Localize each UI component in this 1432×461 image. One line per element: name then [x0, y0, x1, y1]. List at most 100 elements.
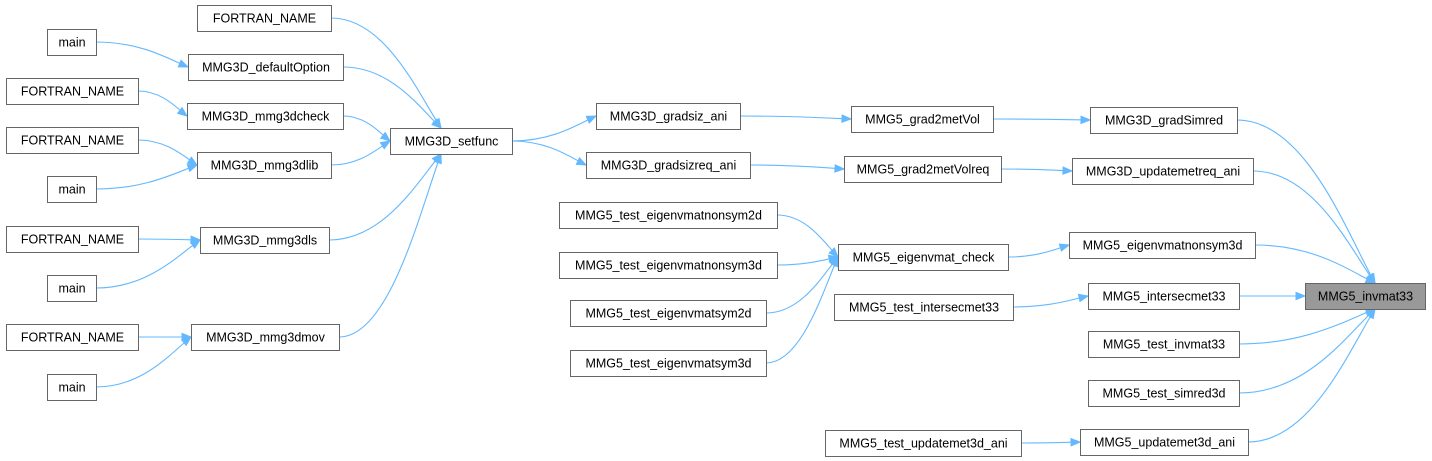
node-label: MMG3D_mmg3dmov — [206, 331, 326, 345]
node-box — [188, 54, 344, 81]
edge-n0-n14 — [330, 17, 442, 129]
node-mmg3d-mmg3dls[interactable]: MMG3D_mmg3dls — [200, 227, 330, 254]
node-mmg5-test-eigenvmatnonsym3d[interactable]: MMG5_test_eigenvmatnonsym3d — [559, 252, 778, 279]
node-box — [47, 29, 97, 56]
node-mmg5-updatemet3d-ani[interactable]: MMG5_updatemet3d_ani — [1080, 429, 1249, 456]
edge-n1-n2 — [95, 41, 189, 68]
edge-arrowhead — [1077, 293, 1090, 303]
edge-arrowhead — [1058, 243, 1071, 252]
node-fortran-name[interactable]: FORTRAN_NAME — [6, 324, 139, 351]
node-box — [1088, 283, 1240, 310]
node-mmg5-invmat33[interactable]: MMG5_invmat33 — [1305, 283, 1426, 310]
node-label: MMG5_eigenvmatnonsym3d — [1083, 239, 1243, 253]
node-box — [838, 244, 1009, 271]
node-main[interactable]: main — [47, 374, 97, 401]
edge-arrowhead — [1070, 437, 1082, 447]
node-box — [586, 152, 751, 179]
node-label: MMG5_updatemet3d_ani — [1094, 436, 1235, 450]
node-label: MMG5_test_eigenvmatsym3d — [585, 357, 751, 371]
node-mmg5-eigenvmatnonsym3d[interactable]: MMG5_eigenvmatnonsym3d — [1069, 232, 1256, 259]
edge-n30-n33 — [1238, 308, 1376, 345]
node-box — [1088, 331, 1240, 358]
node-box — [559, 202, 778, 229]
node-mmg5-test-updatemet3d-ani[interactable]: MMG5_test_updatemet3d_ani — [825, 430, 1022, 457]
node-label: MMG5_test_intersecmet33 — [849, 301, 999, 315]
node-box — [1072, 158, 1254, 185]
node-mmg3d-updatemetreq-ani[interactable]: MMG3D_updatemetreq_ani — [1072, 158, 1254, 185]
node-box — [6, 324, 139, 351]
node-fortran-name[interactable]: FORTRAN_NAME — [6, 78, 139, 105]
edge-n24-n29 — [1012, 295, 1089, 308]
edge-arrowhead — [1295, 291, 1307, 301]
node-mmg3d-mmg3dmov[interactable]: MMG3D_mmg3dmov — [191, 324, 340, 351]
node-mmg5-test-eigenvmatsym3d[interactable]: MMG5_test_eigenvmatsym3d — [570, 350, 767, 377]
edge-n26-n33 — [1236, 119, 1376, 284]
node-mmg5-eigenvmat-check[interactable]: MMG5_eigenvmat_check — [838, 244, 1009, 271]
edge-n21-n26 — [992, 118, 1091, 121]
edge-n16-n22 — [749, 164, 845, 170]
node-box — [559, 252, 778, 279]
node-label: FORTRAN_NAME — [21, 331, 124, 345]
node-mmg5-intersecmet33[interactable]: MMG5_intersecmet33 — [1088, 283, 1240, 310]
node-label: MMG5_test_invmat33 — [1103, 338, 1225, 352]
node-mmg5-test-intersecmet33[interactable]: MMG5_test_intersecmet33 — [834, 294, 1014, 321]
edge-n2-n14 — [342, 66, 442, 129]
node-box — [1090, 107, 1238, 134]
node-fortran-name[interactable]: FORTRAN_NAME — [6, 226, 139, 253]
edge-n12-n14 — [338, 153, 442, 338]
node-fortran-name[interactable]: FORTRAN_NAME — [197, 5, 332, 32]
node-mmg3d-gradsizreq-ani[interactable]: MMG3D_gradsizreq_ani — [586, 152, 751, 179]
node-mmg5-grad2metvol[interactable]: MMG5_grad2metVol — [851, 106, 994, 133]
node-label: MMG5_test_eigenvmatnonsym2d — [575, 209, 762, 223]
node-mmg3d-gradsiz-ani[interactable]: MMG3D_gradsiz_ani — [596, 103, 741, 130]
node-mmg3d-mmg3dlib[interactable]: MMG3D_mmg3dlib — [197, 152, 332, 179]
edge-n20-n23 — [765, 256, 839, 364]
edge-arrowhead — [186, 156, 199, 166]
node-label: main — [58, 36, 85, 50]
node-label: MMG5_test_updatemet3d_ani — [839, 437, 1007, 451]
edge-n28-n33 — [1254, 244, 1376, 284]
edge-n27-n33 — [1252, 170, 1376, 284]
edge-arrowhead — [379, 140, 392, 150]
node-mmg5-test-eigenvmatnonsym2d[interactable]: MMG5_test_eigenvmatnonsym2d — [559, 202, 778, 229]
node-mmg5-test-invmat33[interactable]: MMG5_test_invmat33 — [1088, 331, 1240, 358]
node-box — [47, 374, 97, 401]
node-mmg3d-gradsimred[interactable]: MMG3D_gradSimred — [1090, 107, 1238, 134]
node-label: FORTRAN_NAME — [21, 233, 124, 247]
node-main[interactable]: main — [47, 29, 97, 56]
node-box — [844, 156, 1002, 183]
node-box — [6, 78, 139, 105]
node-box — [596, 103, 741, 130]
node-fortran-name[interactable]: FORTRAN_NAME — [6, 127, 139, 154]
node-box — [1069, 232, 1256, 259]
node-box — [6, 226, 139, 253]
node-label: MMG5_grad2metVol — [865, 113, 980, 127]
node-mmg5-test-eigenvmatsym2d[interactable]: MMG5_test_eigenvmatsym2d — [570, 300, 767, 327]
node-label: MMG3D_mmg3dls — [213, 234, 317, 248]
node-main[interactable]: main — [47, 176, 97, 203]
node-mmg5-grad2metvolreq[interactable]: MMG5_grad2metVolreq — [844, 156, 1002, 183]
node-label: MMG5_eigenvmat_check — [853, 251, 995, 265]
node-box — [191, 324, 340, 351]
node-box — [200, 227, 330, 254]
node-main[interactable]: main — [47, 275, 97, 302]
node-box — [390, 128, 513, 155]
node-mmg5-test-simred3d[interactable]: MMG5_test_simred3d — [1088, 380, 1240, 407]
node-label: MMG5_grad2metVolreq — [857, 163, 990, 177]
node-box — [570, 350, 767, 377]
node-mmg3d-mmg3dcheck[interactable]: MMG3D_mmg3dcheck — [187, 103, 344, 130]
node-mmg3d-setfunc[interactable]: MMG3D_setfunc — [390, 128, 513, 155]
edge-arrowhead — [186, 164, 199, 173]
edge-n14-n16 — [511, 140, 587, 166]
node-label: MMG5_test_eigenvmatnonsym3d — [575, 259, 762, 273]
node-box — [197, 5, 332, 32]
edge-n9-n14 — [328, 153, 442, 241]
edge-arrowhead — [1366, 307, 1376, 320]
node-mmg3d-defaultoption[interactable]: MMG3D_defaultOption — [188, 54, 344, 81]
node-label: main — [58, 381, 85, 395]
node-box — [570, 300, 767, 327]
edge-arrowhead — [834, 164, 846, 173]
node-box — [1088, 380, 1240, 407]
node-box — [47, 275, 97, 302]
